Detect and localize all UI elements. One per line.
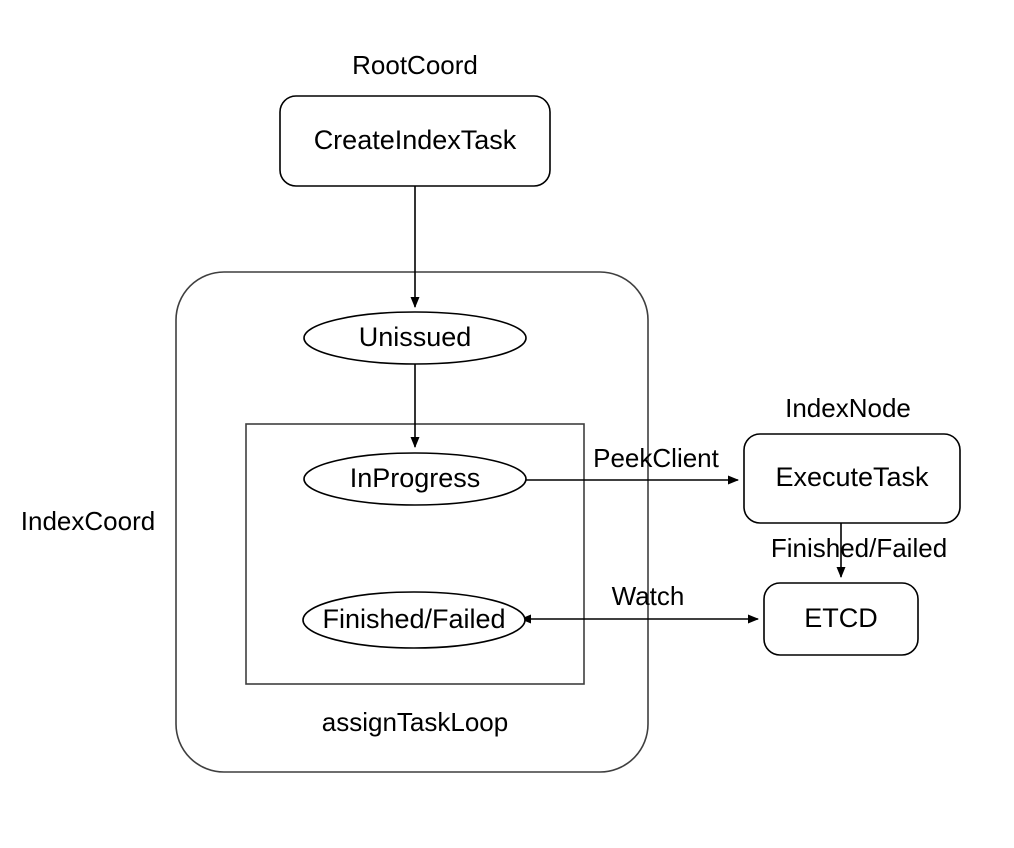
group-rootcoord-label: RootCoord <box>352 50 478 80</box>
node-finished-failed-state[interactable]: Finished/Failed <box>302 591 526 649</box>
node-execute-task-shape <box>743 433 961 524</box>
node-etcd-label: ETCD <box>804 603 878 633</box>
node-in-progress[interactable]: InProgress <box>303 452 527 506</box>
node-create-index-task-label: CreateIndexTask <box>314 125 517 155</box>
edge-label-finished-failed: Finished/Failed <box>771 533 947 563</box>
node-in-progress-label: InProgress <box>350 463 481 493</box>
group-indexcoord-boundary <box>175 271 649 773</box>
node-execute-task-label: ExecuteTask <box>775 462 929 492</box>
group-assigntaskloop-label: assignTaskLoop <box>322 707 508 737</box>
node-create-index-task-shape <box>279 95 551 187</box>
node-etcd-shape <box>763 582 919 656</box>
edge-label-watch: Watch <box>612 581 685 611</box>
group-indexcoord-label: IndexCoord <box>21 506 155 536</box>
node-unissued[interactable]: Unissued <box>303 311 527 365</box>
group-indexnode-label: IndexNode <box>785 393 911 423</box>
node-execute-task[interactable]: ExecuteTask <box>743 433 961 524</box>
edge-label-peekclient: PeekClient <box>593 443 720 473</box>
node-unissued-shape <box>303 311 527 365</box>
node-create-index-task[interactable]: CreateIndexTask <box>279 95 551 187</box>
node-finished-failed-state-label: Finished/Failed <box>322 604 505 634</box>
node-etcd[interactable]: ETCD <box>763 582 919 656</box>
node-unissued-label: Unissued <box>359 322 472 352</box>
node-in-progress-shape <box>303 452 527 506</box>
node-finished-failed-state-shape <box>302 591 526 649</box>
